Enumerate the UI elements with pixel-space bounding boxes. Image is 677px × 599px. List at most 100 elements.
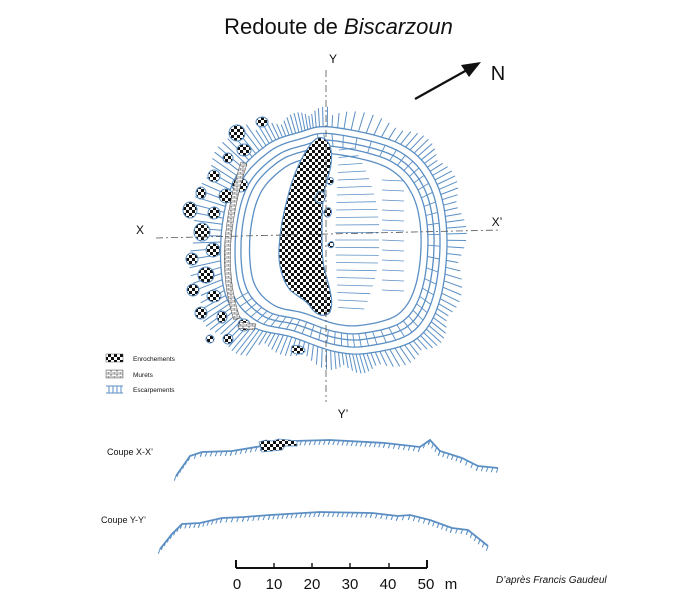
section-hatch-tick	[160, 545, 164, 551]
section-hatch-tick	[193, 453, 197, 459]
outer-hatch-line	[286, 117, 293, 135]
legend-label-escarpements: Escarpements	[133, 387, 175, 394]
interior-escarpment-line	[381, 229, 405, 232]
outer-hatch-line	[348, 353, 353, 371]
outer-hatch-line	[212, 158, 237, 176]
section-hatch-tick	[215, 518, 219, 524]
section-hatch-tick	[364, 441, 368, 447]
outer-hatch-line	[366, 353, 373, 369]
interior-escarpment-line	[338, 307, 365, 310]
rock-outcrop	[327, 241, 335, 249]
outer-hatch-line	[445, 213, 462, 217]
ditch-hatch-line	[239, 297, 253, 307]
section-hatch-tick	[224, 451, 228, 457]
section-hatch-tick	[373, 442, 377, 448]
section-yy-profile	[159, 511, 489, 550]
outer-hatch-line	[258, 331, 268, 346]
section-hatch-tick	[395, 515, 399, 521]
section-hatch-tick	[412, 446, 416, 452]
outer-hatch-line	[379, 351, 388, 367]
section-hatch-tick	[465, 529, 469, 535]
outer-hatch-line	[434, 170, 453, 181]
outer-hatch-line	[373, 118, 383, 136]
outer-hatch-line	[222, 141, 246, 164]
scale-labels: 0 10 20 30 40 50 m	[233, 576, 457, 593]
interior-escarpment-line	[381, 249, 405, 252]
outer-hatch-line	[430, 321, 446, 334]
section-hatch-tick	[182, 463, 185, 469]
ditch-hatch-line	[388, 327, 397, 341]
outer-hatch-line	[308, 115, 311, 129]
outer-hatch-line	[417, 143, 433, 157]
outer-hatch-line	[443, 201, 457, 206]
section-hatch-tick	[267, 514, 271, 520]
section-hatch-tick	[197, 522, 201, 528]
interior-escarpment-line	[381, 219, 405, 222]
section-hatch-tick	[442, 452, 445, 458]
section-hatch-tick	[417, 446, 421, 452]
outer-hatch-line	[289, 114, 297, 134]
section-hatch-tick	[480, 466, 484, 472]
section-hatch-tick	[262, 515, 266, 521]
ditch-hatch-line	[412, 309, 424, 321]
ditch-hatch-line	[270, 315, 280, 327]
outer-hatch-line	[438, 303, 453, 313]
axis-x	[155, 229, 501, 239]
interior-escarpment-line	[381, 259, 405, 262]
legend-label-murets: Murets	[133, 372, 154, 379]
outer-hatch-line	[283, 120, 290, 136]
outer-hatch-line	[311, 113, 314, 128]
scale-label: 0	[233, 576, 241, 593]
rock-block	[228, 124, 246, 142]
outer-hatch-line	[444, 207, 458, 212]
outer-hatch-line	[359, 353, 366, 374]
section-hatch-tick	[434, 447, 438, 453]
section-hatch-tick	[246, 516, 250, 522]
ditch-hatch-line	[413, 175, 425, 184]
section-axes	[155, 70, 501, 402]
ditch-hatch-line	[403, 160, 414, 171]
rock-block	[206, 289, 222, 303]
interior-escarpment-line	[336, 262, 378, 264]
scale-label: 30	[342, 576, 359, 593]
section-label-xx: Coupe X-X’	[107, 447, 153, 457]
section-hatch-tick	[392, 443, 396, 449]
section-hatch-tick	[350, 512, 354, 518]
outer-hatch-line	[438, 181, 458, 190]
section-hatch-tick	[465, 460, 468, 466]
section-hatch-tick	[184, 459, 188, 465]
interior-escarpment-line	[381, 189, 405, 192]
outer-hatch-line	[245, 124, 264, 149]
section-hatch-tick	[369, 442, 372, 448]
section-hatch-tick	[317, 511, 321, 517]
interior-escarpment-line	[337, 178, 370, 181]
section-hatch-tick	[407, 514, 411, 520]
rampart-lines	[219, 125, 448, 355]
section-hatch-tick	[244, 448, 248, 454]
section-hatch-tick	[254, 446, 258, 452]
outer-hatch-line	[317, 108, 320, 127]
outer-hatch-line	[231, 326, 253, 352]
section-hatch-tick	[407, 445, 411, 451]
ditch-hatch-line	[426, 267, 439, 273]
section-hatch-tick	[299, 512, 303, 518]
outer-hatch-line	[322, 106, 324, 127]
interior-escarpment-line	[381, 209, 405, 212]
outer-hatch-line	[279, 335, 289, 355]
section-yy: Coupe Y-Y’	[101, 511, 489, 554]
section-hatch-tick	[341, 440, 345, 446]
ditch-hatch-line	[285, 317, 294, 330]
interior-escarpment-line	[381, 239, 405, 242]
rock-block	[194, 306, 208, 320]
section-hatch-tick	[290, 513, 294, 519]
ditch-hatch-line	[372, 331, 378, 345]
rock-block	[222, 152, 234, 164]
interior-escarpment-line	[381, 269, 405, 272]
section-hatch-tick	[336, 440, 340, 446]
section-hatch-tick	[313, 512, 316, 518]
outer-hatch-line	[338, 352, 341, 368]
outer-hatch-line	[394, 130, 404, 142]
ditch-hatch-line	[278, 316, 287, 328]
outer-hatch-line	[442, 286, 462, 296]
